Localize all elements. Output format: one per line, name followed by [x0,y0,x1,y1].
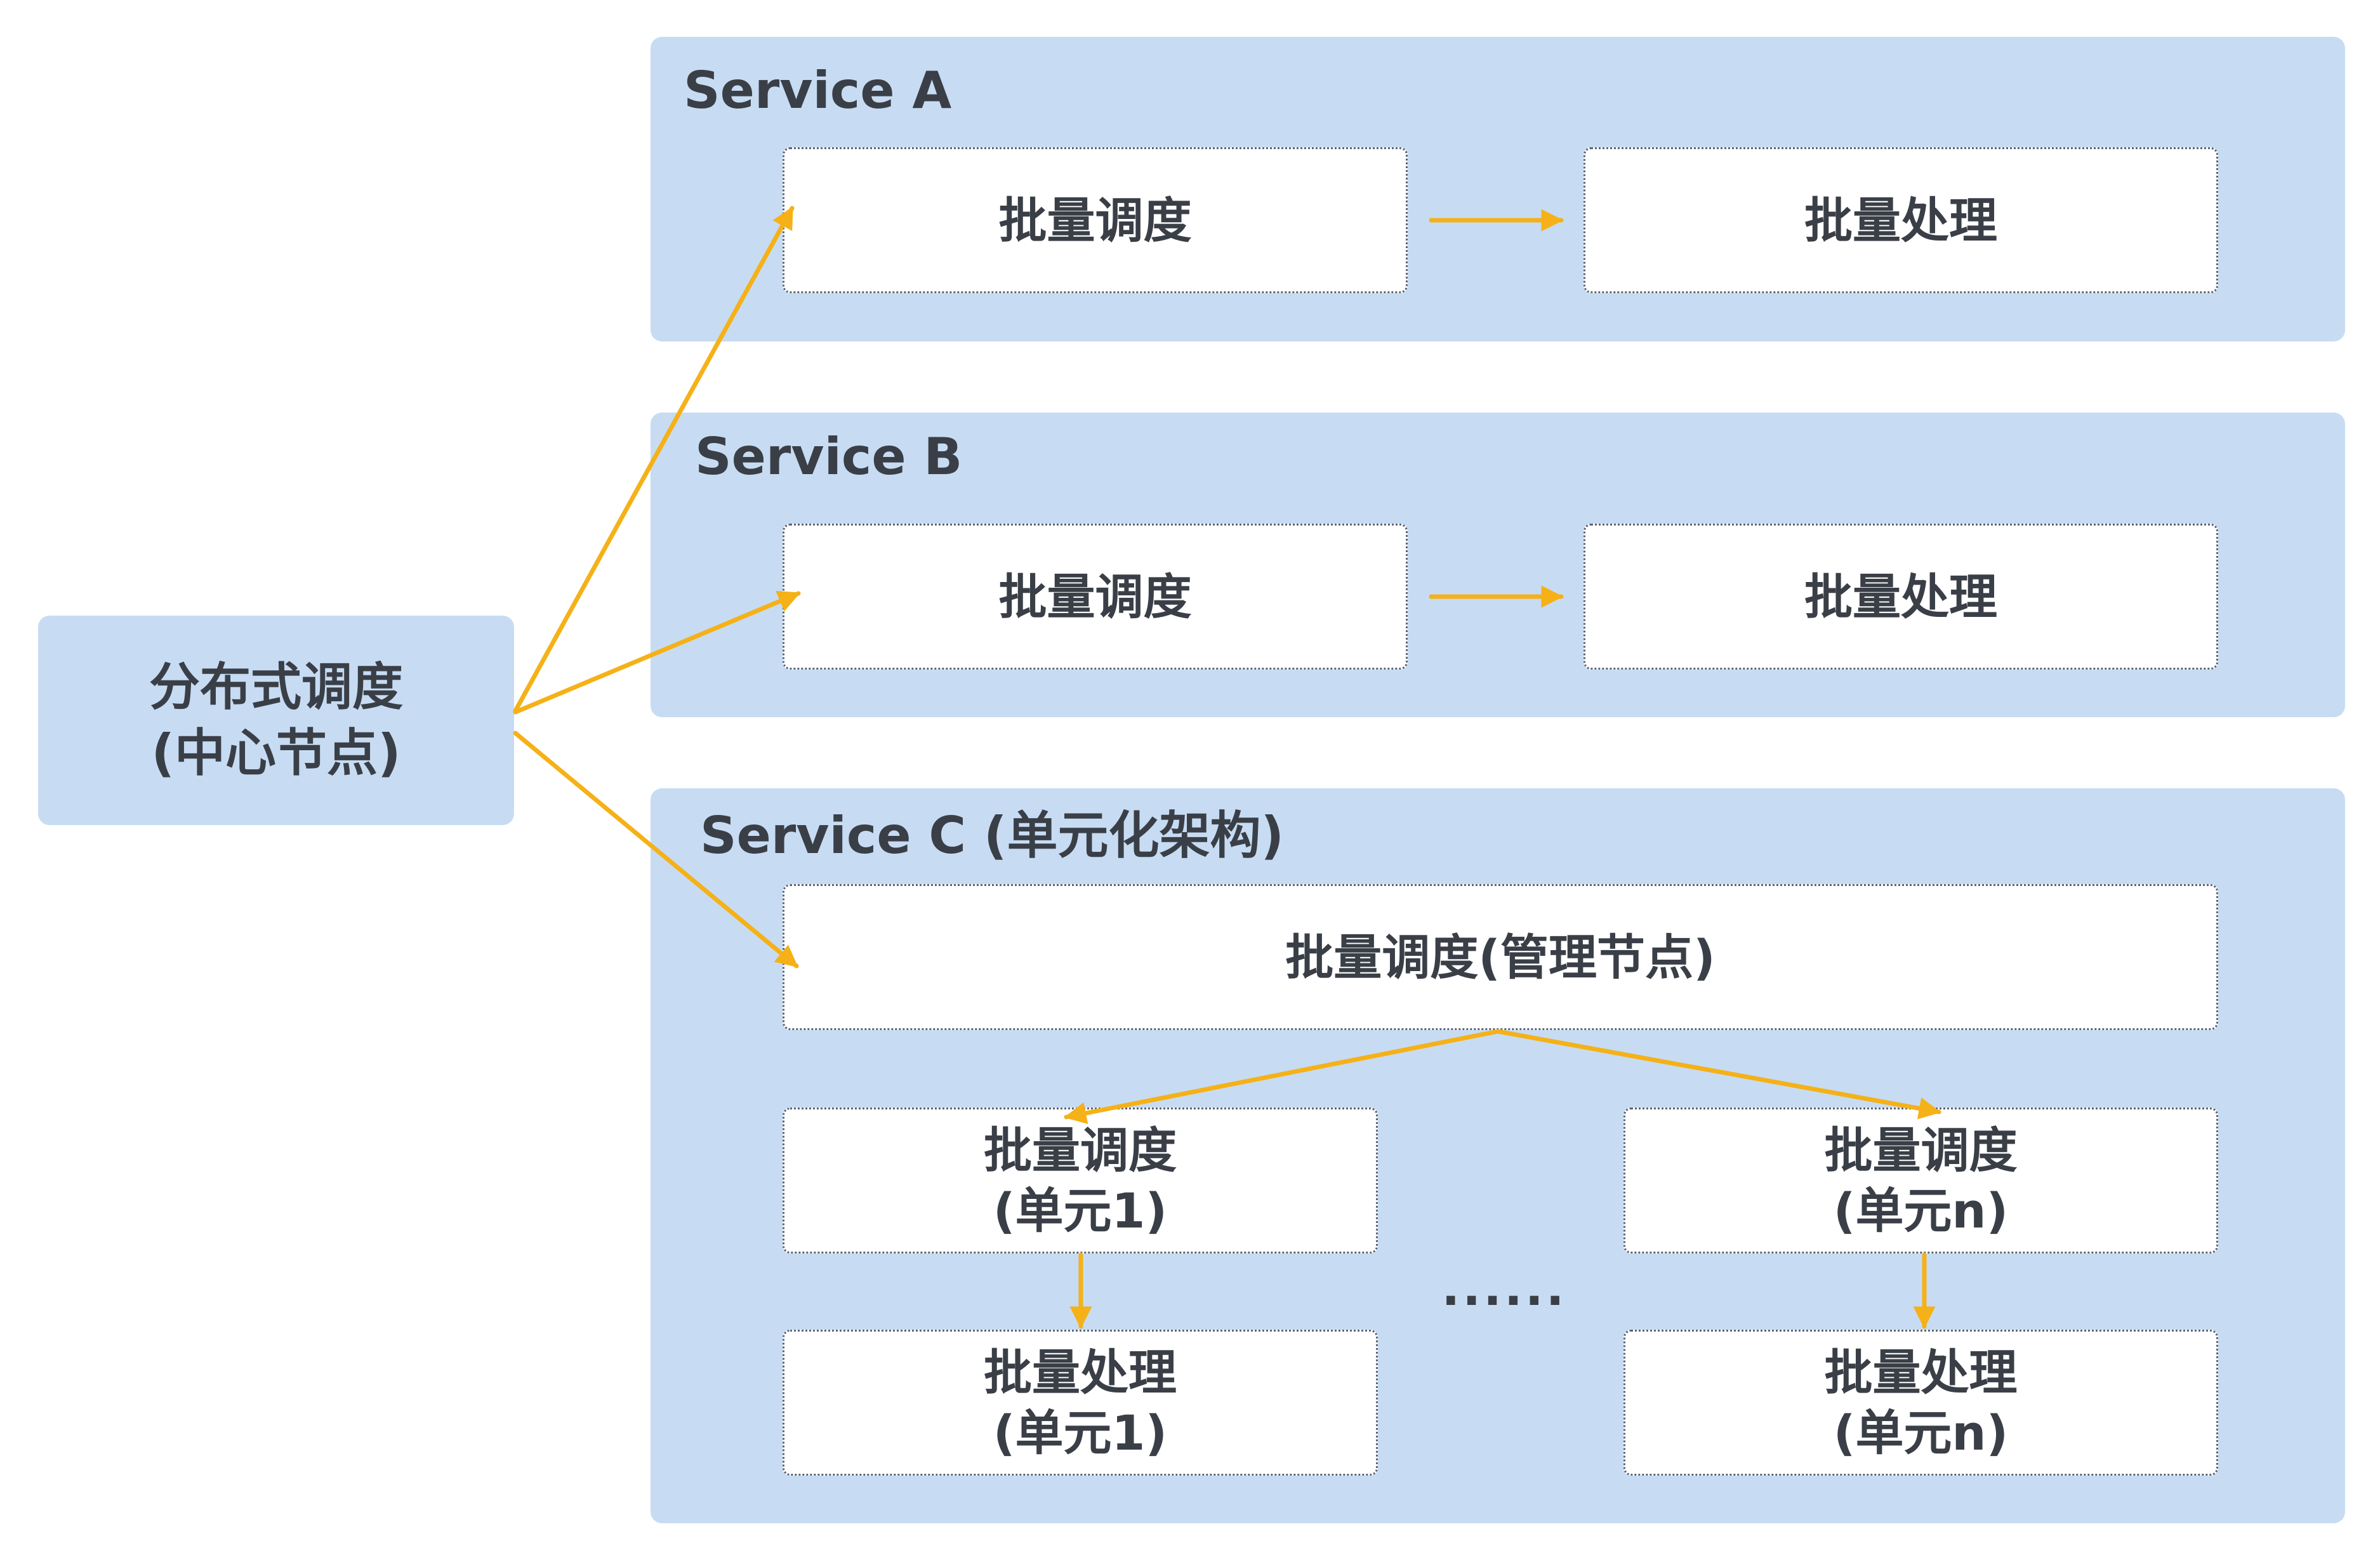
unitn-scheduler-label: 批量调度 [1824,1122,2018,1179]
unitn-scheduler-box: 批量调度 (单元n) [1623,1108,2218,1254]
unitn-processor-box: 批量处理 (单元n) [1623,1330,2218,1476]
central-scheduler-label: 分布式调度 [149,658,403,717]
service-c-manager-box: 批量调度(管理节点) [783,884,2218,1030]
service-a-processor-box: 批量处理 [1583,147,2218,293]
service-b-scheduler-label: 批量调度 [998,568,1192,625]
service-c-title: Service C (单元化架构) [700,806,1285,865]
service-b-scheduler-box: 批量调度 [783,524,1408,670]
service-a-title: Service A [684,61,952,120]
unit1-processor-label: 批量处理 [984,1344,1177,1401]
service-b-title: Service B [695,427,963,486]
unit1-processor-box: 批量处理 (单元1) [783,1330,1378,1476]
service-b-processor-label: 批量处理 [1804,568,1997,625]
service-a-processor-label: 批量处理 [1804,192,1997,249]
units-ellipsis: ...... [1441,1260,1567,1316]
unit1-processor-sublabel: (单元1) [993,1405,1168,1461]
service-a-scheduler-box: 批量调度 [783,147,1408,293]
unit1-scheduler-label: 批量调度 [984,1122,1177,1179]
service-a-scheduler-label: 批量调度 [998,192,1192,249]
unitn-processor-label: 批量处理 [1824,1344,2018,1401]
service-b-processor-box: 批量处理 [1583,524,2218,670]
central-scheduler-node: 分布式调度 (中心节点) [38,616,514,825]
unitn-scheduler-sublabel: (单元n) [1833,1182,2009,1239]
service-c-manager-label: 批量调度(管理节点) [1285,929,1716,986]
unitn-processor-sublabel: (单元n) [1833,1405,2009,1461]
unit1-scheduler-sublabel: (单元1) [993,1182,1168,1239]
unit1-scheduler-box: 批量调度 (单元1) [783,1108,1378,1254]
central-scheduler-sublabel: (中心节点) [151,724,401,783]
